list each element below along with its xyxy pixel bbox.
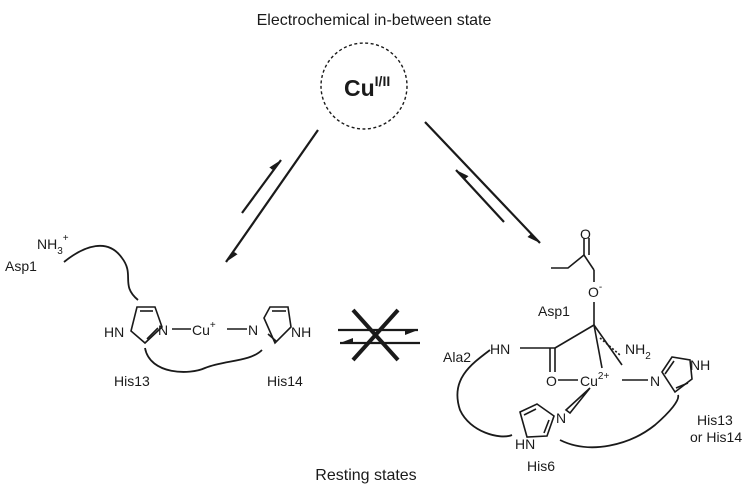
right-bottom-hn: HN <box>515 436 535 452</box>
right-his14-label: or His14 <box>690 429 742 445</box>
right-ala2-label: Ala2 <box>443 349 471 365</box>
right-his6-label: His6 <box>527 458 555 474</box>
left-asp-chain <box>63 244 139 301</box>
left-his14-label: His14 <box>267 373 303 389</box>
right-hn-label: HN <box>490 341 510 357</box>
left-his13-label: His13 <box>114 373 150 389</box>
left-ring1-hn: HN <box>104 324 124 340</box>
copper-center-circle <box>320 42 408 130</box>
right-asp1-label: Asp1 <box>538 303 570 319</box>
left-asp1-label: Asp1 <box>5 258 37 274</box>
right-carboxyl-o: O <box>580 226 591 242</box>
right-complex: O O- Asp1 HN Ala2 NH2 O Cu2+ N NH His13 … <box>443 226 742 474</box>
left-ring1-n: N <box>158 322 168 338</box>
left-nh3-label: NH3+ <box>37 233 69 257</box>
right-equilibrium-arrows <box>424 121 541 244</box>
right-o-minus: O- <box>588 282 602 300</box>
left-arrow-up <box>241 159 282 214</box>
right-ala-chain <box>456 349 513 438</box>
left-arrow-down <box>225 129 319 263</box>
left-ring2-n: N <box>248 322 258 338</box>
copper-center-label: CuI/II <box>344 73 390 101</box>
left-equilibrium-arrows <box>225 129 319 263</box>
right-cu-label: Cu2+ <box>580 371 609 389</box>
diagram-title: Electrochemical in-between state <box>257 12 492 29</box>
left-backbone-chain <box>144 347 263 373</box>
blocked-cross-2 <box>351 308 400 362</box>
right-his13-label: His13 <box>697 412 733 428</box>
copper-center: CuI/II <box>320 42 408 130</box>
right-his-chain <box>559 394 680 449</box>
right-nh2-label: NH2 <box>625 341 651 362</box>
left-ring-his13 <box>130 306 163 345</box>
right-ring-nh: NH <box>690 357 710 373</box>
diagram-footer: Resting states <box>315 467 416 484</box>
left-ring-his14 <box>263 306 292 345</box>
right-o-label: O <box>546 373 557 389</box>
right-bottom-n: N <box>556 410 566 426</box>
copper-center-superscript: I/II <box>375 73 391 89</box>
copper-center-base: Cu <box>344 75 375 101</box>
right-arrow-up <box>455 169 505 223</box>
left-ring2-nh: NH <box>291 324 311 340</box>
right-arrow-down <box>424 121 541 244</box>
right-ring-his6 <box>519 403 555 438</box>
right-ring-n: N <box>650 373 660 389</box>
blocked-equilibrium <box>338 308 420 362</box>
right-ring-his13 <box>661 356 693 394</box>
left-cu-label: Cu+ <box>192 320 216 338</box>
left-complex: NH3+ Asp1 HN N Cu+ N NH His13 His14 <box>5 233 311 389</box>
